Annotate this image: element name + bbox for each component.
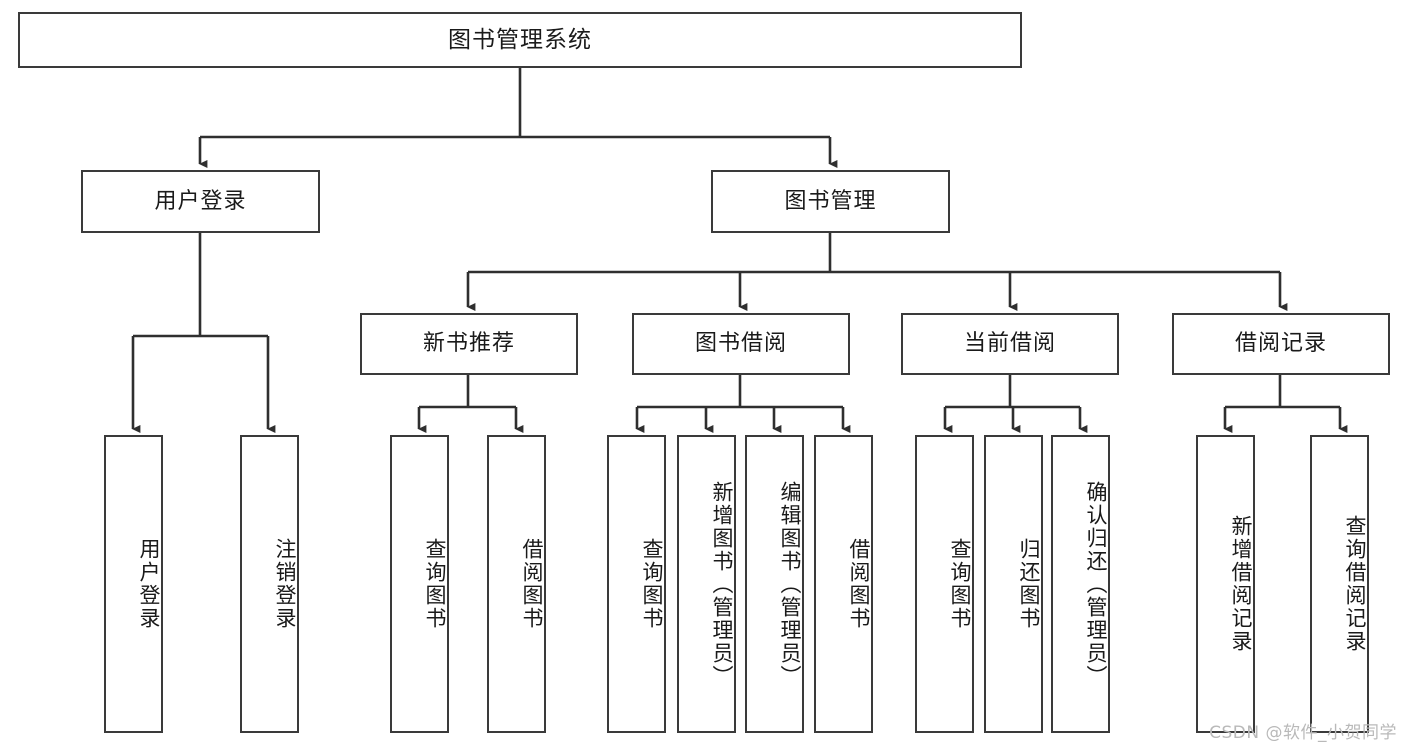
node-leaf-user-login[interactable]: 用户登录 [104, 435, 163, 733]
node-leaf-confirm-return[interactable]: 确认归还（管理员） [1051, 435, 1110, 733]
node-new-book-rec[interactable]: 新书推荐 [360, 313, 578, 375]
node-user-login-label: 用户登录 [154, 188, 247, 214]
node-leaf-user-login-label: 用户登录 [137, 538, 161, 630]
node-root[interactable]: 图书管理系统 [18, 12, 1022, 68]
node-leaf-borrow-book-1[interactable]: 借阅图书 [487, 435, 546, 733]
node-borrow-record[interactable]: 借阅记录 [1172, 313, 1390, 375]
node-leaf-query-book-1-label: 查询图书 [423, 538, 447, 630]
node-leaf-query-book-3-label: 查询图书 [948, 538, 972, 630]
node-leaf-query-record-label: 查询借阅记录 [1343, 515, 1367, 653]
node-current-borrow[interactable]: 当前借阅 [901, 313, 1119, 375]
node-book-manage[interactable]: 图书管理 [711, 170, 950, 233]
node-leaf-add-book[interactable]: 新增图书（管理员） [677, 435, 736, 733]
node-leaf-edit-book[interactable]: 编辑图书（管理员） [745, 435, 804, 733]
node-leaf-add-record[interactable]: 新增借阅记录 [1196, 435, 1255, 733]
node-book-manage-label: 图书管理 [784, 188, 877, 214]
node-leaf-borrow-book-1-label: 借阅图书 [520, 538, 544, 630]
node-leaf-borrow-book-2-label: 借阅图书 [847, 538, 871, 630]
node-leaf-query-book-2[interactable]: 查询图书 [607, 435, 666, 733]
node-leaf-query-record[interactable]: 查询借阅记录 [1310, 435, 1369, 733]
node-leaf-logout-label: 注销登录 [273, 538, 297, 630]
node-leaf-return-book-label: 归还图书 [1017, 538, 1041, 630]
node-leaf-query-book-2-label: 查询图书 [640, 538, 664, 630]
node-borrow-record-label: 借阅记录 [1234, 331, 1327, 357]
node-book-borrow[interactable]: 图书借阅 [632, 313, 850, 375]
node-leaf-query-book-1[interactable]: 查询图书 [390, 435, 449, 733]
node-leaf-edit-book-label: 编辑图书（管理员） [778, 480, 802, 688]
node-current-borrow-label: 当前借阅 [963, 331, 1056, 357]
watermark: CSDN @软件_小贺同学 [1209, 723, 1397, 743]
node-leaf-query-book-3[interactable]: 查询图书 [915, 435, 974, 733]
node-leaf-return-book[interactable]: 归还图书 [984, 435, 1043, 733]
node-leaf-logout[interactable]: 注销登录 [240, 435, 299, 733]
node-leaf-borrow-book-2[interactable]: 借阅图书 [814, 435, 873, 733]
node-book-borrow-label: 图书借阅 [694, 331, 787, 357]
node-leaf-confirm-return-label: 确认归还（管理员） [1084, 480, 1108, 688]
node-leaf-add-record-label: 新增借阅记录 [1229, 515, 1253, 653]
node-leaf-add-book-label: 新增图书（管理员） [710, 480, 734, 688]
node-user-login[interactable]: 用户登录 [81, 170, 320, 233]
node-root-label: 图书管理系统 [448, 26, 592, 53]
node-new-book-rec-label: 新书推荐 [422, 331, 515, 357]
